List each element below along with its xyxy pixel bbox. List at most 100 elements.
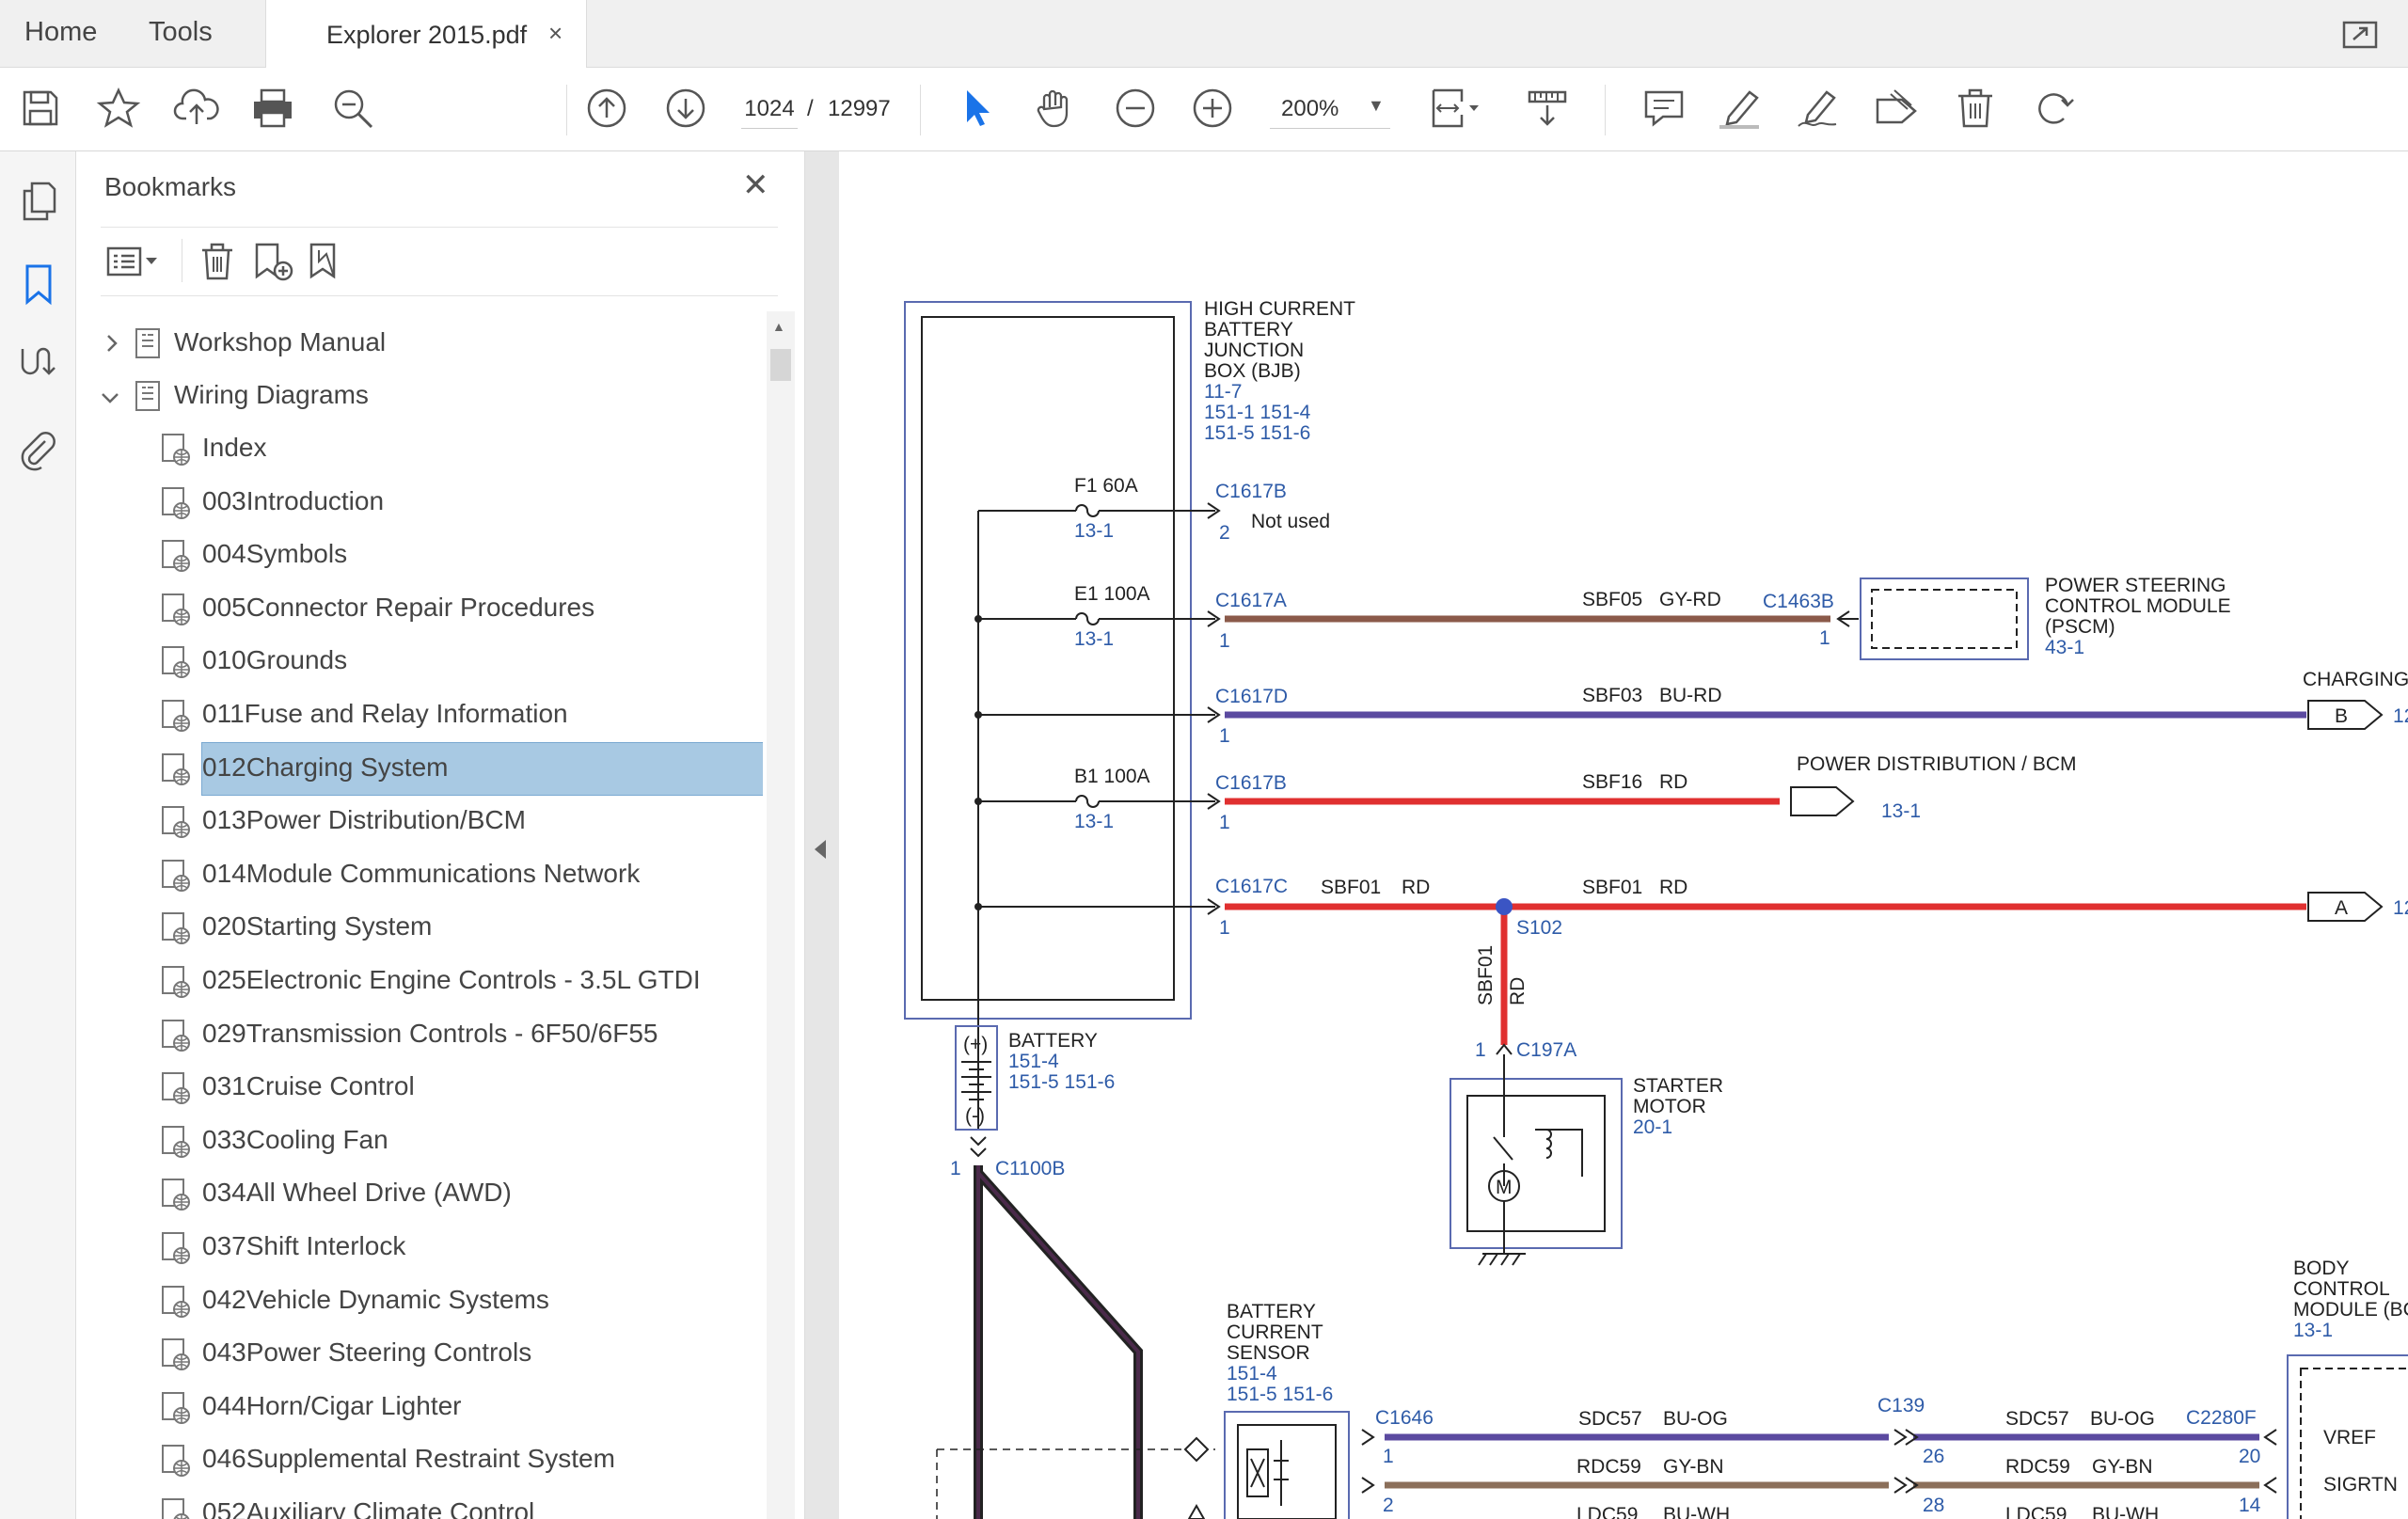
bookmark-item[interactable]: 043Power Steering Controls: [76, 1330, 763, 1375]
bookmark-label: Wiring Diagrams: [174, 380, 369, 409]
close-tab-icon[interactable]: ×: [548, 19, 563, 47]
bookmark-item[interactable]: 052Auxiliary Climate Control: [76, 1490, 763, 1519]
page-down-icon[interactable]: [664, 87, 707, 130]
bookmark-item[interactable]: 010Grounds: [76, 638, 763, 683]
print-icon[interactable]: [250, 87, 295, 130]
bookmark-item[interactable]: 034All Wheel Drive (AWD): [76, 1170, 763, 1215]
bookmark-label: 003Introduction: [202, 485, 385, 515]
bjb-outer-box: [904, 301, 1192, 1020]
fuse-e1-label: E1 100A: [1074, 583, 1150, 605]
bookmark-item[interactable]: 004Symbols: [76, 531, 763, 577]
navigation-rail: [0, 151, 76, 1519]
chevron-down-icon[interactable]: [99, 384, 121, 414]
bookmark-page-icon: [159, 1229, 193, 1272]
bookmark-item[interactable]: 044Horn/Cigar Lighter: [76, 1384, 763, 1429]
bookmark-wiring-diagrams[interactable]: Wiring Diagrams: [76, 372, 763, 418]
bookmark-item[interactable]: 020Starting System: [76, 904, 763, 949]
wire-sbf01-color-b: RD: [1659, 877, 1687, 898]
offpage-b: [2307, 700, 2384, 730]
delete-bookmark-icon[interactable]: [198, 241, 236, 287]
page-thumbnails-icon[interactable]: [21, 180, 58, 228]
bookmark-page-icon: [159, 1123, 193, 1165]
bookmark-page-icon: [159, 910, 193, 952]
collapse-panel-icon[interactable]: [815, 840, 826, 859]
conn-c1617d: C1617D: [1215, 686, 1288, 707]
bookmark-item[interactable]: 046Supplemental Restraint System: [76, 1436, 763, 1481]
bookmark-item[interactable]: 025Electronic Engine Controls - 3.5L GTD…: [76, 957, 763, 1003]
bookmark-item[interactable]: 031Cruise Control: [76, 1064, 763, 1109]
upload-icon[interactable]: [173, 87, 220, 130]
zoom-select[interactable]: 200% ▼: [1270, 88, 1390, 129]
share-icon[interactable]: [2340, 15, 2382, 57]
bookmark-item[interactable]: 013Power Distribution/BCM: [76, 798, 763, 843]
offpage-a-letter: A: [2335, 897, 2348, 919]
bookmark-item[interactable]: Index: [76, 425, 763, 470]
zoom-in-icon[interactable]: [1191, 87, 1234, 130]
zoom-out-icon[interactable]: [1114, 87, 1157, 130]
bookmark-page-icon: [159, 1336, 193, 1378]
bookmark-item[interactable]: 003Introduction: [76, 479, 763, 524]
bookmark-star-icon[interactable]: [96, 87, 141, 130]
starter-ref: 20-1: [1633, 1116, 1672, 1138]
bookmark-item[interactable]: 011Fuse and Relay Information: [76, 691, 763, 736]
page-up-icon[interactable]: [585, 87, 628, 130]
wire-sdc57-color-b: BU-OG: [2090, 1408, 2155, 1430]
rotate-icon[interactable]: [2032, 87, 2075, 130]
bookmarks-rail-icon[interactable]: [23, 262, 55, 310]
signature-panel-icon[interactable]: [17, 345, 58, 393]
bookmark-item[interactable]: 037Shift Interlock: [76, 1224, 763, 1269]
bookmarks-panel: Bookmarks ✕ Workshop Manual Wiring Diagr…: [76, 151, 805, 1519]
document-view[interactable]: HIGH CURRENT BATTERY JUNCTION BOX (BJB) …: [839, 151, 2408, 1519]
select-cursor-icon[interactable]: [958, 87, 995, 130]
bookmark-item[interactable]: 042Vehicle Dynamic Systems: [76, 1277, 763, 1322]
zoom-value: 200%: [1281, 96, 1339, 121]
motor-m-symbol: M: [1496, 1177, 1513, 1198]
bookmark-options-icon[interactable]: [104, 241, 165, 287]
comment-icon[interactable]: [1642, 87, 1686, 130]
starter-label-2: MOTOR: [1633, 1096, 1706, 1117]
bookmarks-scrollbar[interactable]: ▲: [767, 311, 795, 1519]
fuse-f1-ref: 13-1: [1074, 520, 1114, 542]
fuse-b1-label: B1 100A: [1074, 766, 1150, 787]
wire-sbf01-color-a: RD: [1402, 877, 1430, 898]
bookmark-page-icon: [159, 484, 193, 527]
bookmark-item[interactable]: 029Transmission Controls - 6F50/6F55: [76, 1011, 763, 1056]
fit-page-icon[interactable]: [1428, 87, 1486, 130]
scroll-up-icon[interactable]: ▲: [772, 319, 785, 334]
bookmark-label: 029Transmission Controls - 6F50/6F55: [202, 1018, 658, 1048]
wire-sbf01-label-b: SBF01: [1582, 877, 1642, 898]
bookmark-label: 037Shift Interlock: [202, 1231, 406, 1260]
bjb-label-4: BOX (BJB): [1204, 360, 1301, 382]
zoom-search-icon[interactable]: [331, 87, 376, 130]
bookmark-page-icon: [159, 537, 193, 579]
delete-icon[interactable]: [1955, 87, 1996, 130]
scroll-mode-icon[interactable]: [1526, 87, 1569, 130]
highlight-icon[interactable]: [1718, 87, 1763, 130]
panel-splitter[interactable]: [805, 151, 839, 1519]
pin-1e: 1: [1219, 812, 1230, 833]
bookmark-workshop-manual[interactable]: Workshop Manual: [76, 320, 763, 365]
scrollbar-thumb[interactable]: [770, 349, 791, 381]
close-icon[interactable]: ✕: [742, 167, 769, 203]
bookmark-label: Index: [202, 433, 267, 462]
page-number-input[interactable]: [741, 90, 798, 129]
document-tab[interactable]: Explorer 2015.pdf ×: [265, 0, 587, 68]
hand-icon[interactable]: [1033, 87, 1076, 130]
bookmark-page-icon: [159, 1495, 193, 1519]
stamp-icon[interactable]: [1874, 87, 1921, 130]
bookmark-page-icon: [159, 803, 193, 846]
sign-icon[interactable]: [1795, 87, 1842, 130]
bookmark-item[interactable]: 012Charging System: [76, 741, 763, 796]
bookmark-item[interactable]: 005Connector Repair Procedures: [76, 585, 763, 630]
menu-tools[interactable]: Tools: [149, 17, 213, 47]
add-bookmark-icon[interactable]: [253, 241, 294, 287]
bookmark-item[interactable]: 033Cooling Fan: [76, 1117, 763, 1163]
menu-home[interactable]: Home: [24, 17, 98, 47]
bookmark-item[interactable]: 014Module Communications Network: [76, 851, 763, 896]
bcm-sigrtn-label: SIGRTN: [2323, 1474, 2398, 1495]
attachments-icon[interactable]: [17, 428, 58, 476]
bookmark-cursor-icon[interactable]: [308, 241, 349, 287]
save-icon[interactable]: [19, 87, 62, 130]
chevron-right-icon[interactable]: [103, 331, 121, 361]
wire-sbf01-label-a: SBF01: [1321, 877, 1381, 898]
